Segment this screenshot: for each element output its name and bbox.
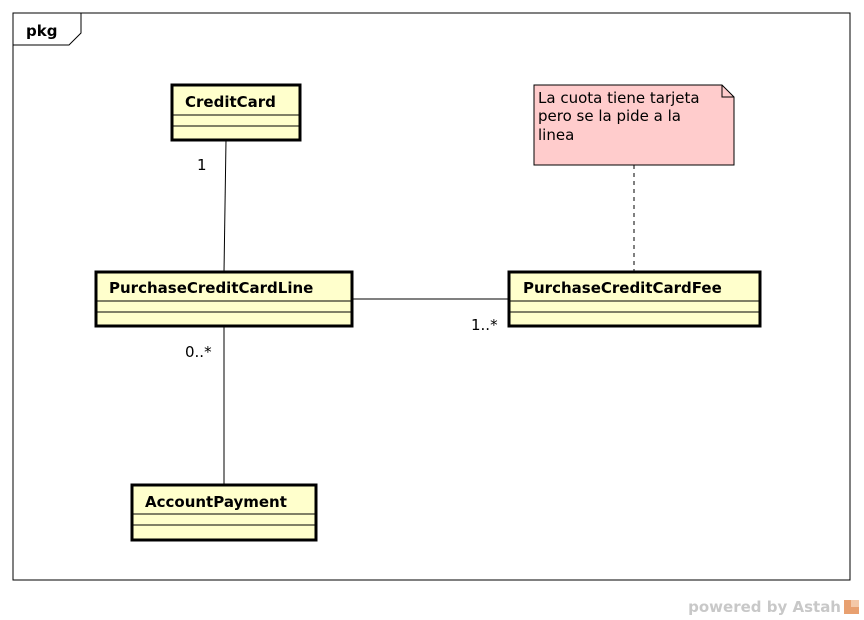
note[interactable]: La cuota tiene tarjeta pero se la pide a… (533, 84, 735, 166)
associations (223, 139, 635, 485)
class-name-purchase-credit-card-fee: PurchaseCreditCardFee (523, 279, 722, 297)
class-account-payment[interactable]: AccountPayment (130, 483, 318, 542)
note-text-line-1: La cuota tiene tarjeta (538, 89, 700, 107)
class-name-account-payment: AccountPayment (145, 493, 287, 511)
multiplicity-creditcard: 1 (197, 156, 207, 174)
class-name-purchase-credit-card-line: PurchaseCreditCardLine (109, 279, 313, 297)
multiplicity-accountpayment: 0..* (185, 343, 212, 361)
association-creditcard-line[interactable] (223, 139, 227, 273)
footer-branding: powered by Astah (688, 598, 859, 616)
class-credit-card[interactable]: CreditCard (170, 83, 302, 142)
powered-by-text: powered by Astah (688, 598, 841, 616)
class-purchase-credit-card-fee[interactable]: PurchaseCreditCardFee (507, 270, 762, 328)
astah-logo-icon (844, 600, 859, 614)
package-frame-label: pkg (26, 22, 57, 40)
class-purchase-credit-card-line[interactable]: PurchaseCreditCardLine (94, 270, 354, 328)
class-name-credit-card: CreditCard (185, 93, 276, 111)
note-text-line-3: linea (538, 126, 574, 144)
package-frame: pkg (12, 12, 851, 581)
multiplicity-fee: 1..* (471, 316, 498, 334)
note-text-line-2: pero se la pide a la (538, 107, 681, 125)
